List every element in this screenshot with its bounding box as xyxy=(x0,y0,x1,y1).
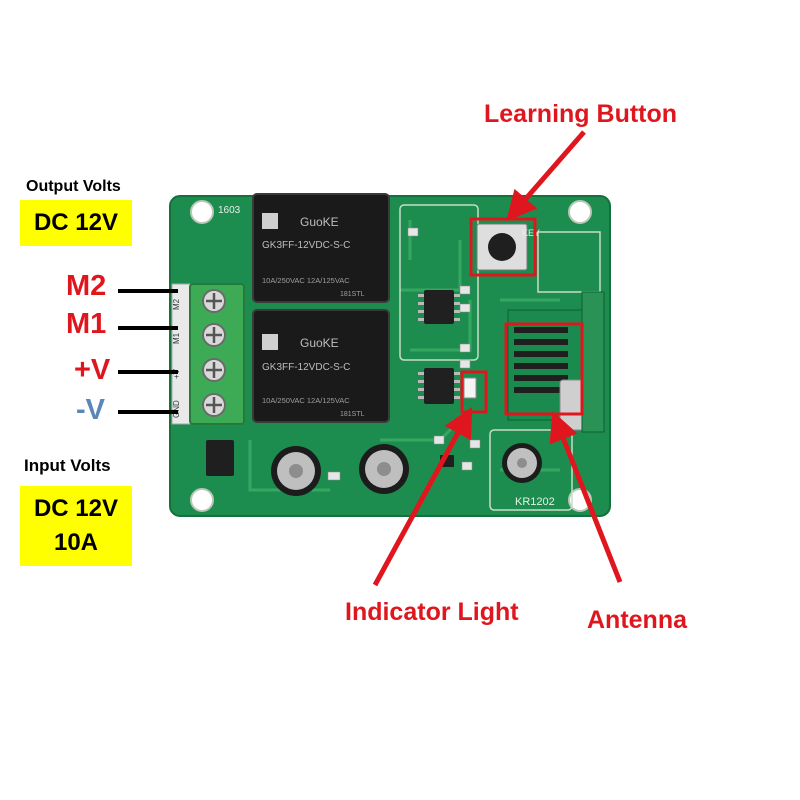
mount-hole-top-left xyxy=(190,200,214,224)
arrow-indicator-light xyxy=(372,406,473,587)
silk-m1: M1 xyxy=(172,332,181,344)
mount-hole-bottom-left xyxy=(190,488,214,512)
silk-key: KEY xyxy=(522,228,540,238)
terminal-label-nv: -V xyxy=(76,394,105,426)
ic-chip-top xyxy=(418,290,460,324)
silk-m2: M2 xyxy=(172,298,181,310)
silk-board-kr1202: KR1202 xyxy=(515,496,555,508)
terminal-label-pv: +V xyxy=(74,354,111,386)
relay-top: GuoKE GK3FF-12VDC-S-C 10A/250VAC 12A/125… xyxy=(252,193,390,303)
output-volts-box: DC 12V xyxy=(20,200,132,246)
silk-board-1603: 1603 xyxy=(218,205,241,216)
callout-indicator-light: Indicator Light xyxy=(345,598,519,626)
input-volts-value-line2: 10A xyxy=(53,529,99,556)
callout-learning-button: Learning Button xyxy=(484,100,678,128)
capacitor-right xyxy=(502,443,542,483)
indicator-led xyxy=(463,377,477,399)
output-volts-value: DC 12V xyxy=(33,209,119,236)
output-volts-title: Output Volts xyxy=(26,178,121,195)
relay-bottom-code: 181STL xyxy=(340,411,365,418)
relay-bottom: GuoKE GK3FF-12VDC-S-C 10A/250VAC 12A/125… xyxy=(252,309,390,423)
relay-bottom-model: GK3FF-12VDC-S-C xyxy=(262,362,350,373)
learning-button-switch xyxy=(476,223,528,271)
arrow-learning-button xyxy=(506,130,586,222)
relay-bottom-brand: GuoKE xyxy=(300,336,339,350)
ic-chip-bottom xyxy=(418,368,460,404)
terminal-block: M2 M1 +V GND xyxy=(171,283,245,425)
mount-hole-top-right xyxy=(568,200,592,224)
input-volts-value-line1: DC 12V xyxy=(33,495,119,522)
input-volts-title: Input Volts xyxy=(24,456,111,475)
relay-top-brand: GuoKE xyxy=(300,215,339,229)
relay-top-code: 181STL xyxy=(340,291,365,298)
input-volts-box: DC 12V 10A xyxy=(20,486,132,566)
terminal-label-m1: M1 xyxy=(66,308,107,340)
callout-antenna: Antenna xyxy=(587,606,687,634)
arrow-antenna xyxy=(549,411,623,583)
capacitor-middle xyxy=(359,444,409,494)
relay-top-rating: 10A/250VAC 12A/125VAC xyxy=(262,276,350,285)
highlight-antenna xyxy=(504,322,584,416)
relay-top-model: GK3FF-12VDC-S-C xyxy=(262,240,350,251)
relay-bottom-rating: 10A/250VAC 12A/125VAC xyxy=(262,396,350,405)
capacitor-left xyxy=(271,446,321,496)
terminal-label-m2: M2 xyxy=(66,270,107,302)
rf-module xyxy=(507,291,605,433)
silk-gnd: GND xyxy=(172,400,181,418)
highlight-learning-button xyxy=(469,217,537,277)
highlight-indicator-light xyxy=(460,370,488,414)
